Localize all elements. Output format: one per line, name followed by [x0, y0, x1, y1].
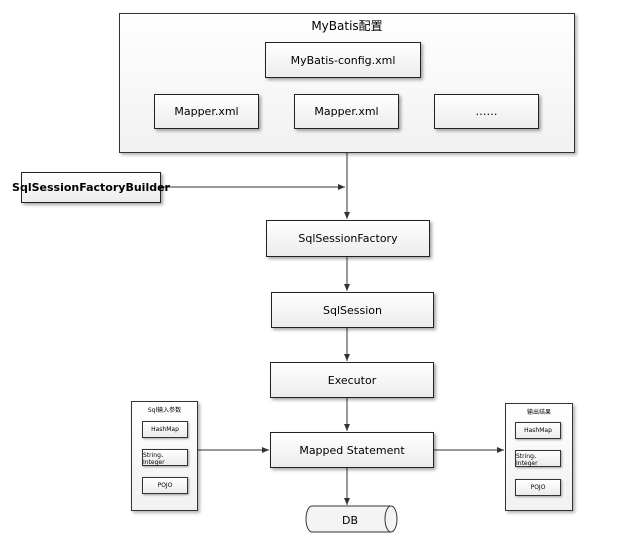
sql-session-factory-builder-box: SqlSessionFactoryBuilder — [12, 172, 170, 203]
sql-session-factory-box: SqlSessionFactory — [266, 220, 430, 257]
input-panel-title: Sql输入参数 — [147, 407, 182, 414]
output-string-integer-box: String、Integer — [515, 450, 561, 467]
output-pojo-box: POJO — [515, 479, 561, 496]
mapper-xml-label-1: Mapper.xml — [174, 105, 239, 118]
input-string-integer-box: String、Integer — [142, 449, 188, 466]
mybatis-config-panel: MyBatis配置 — [119, 13, 575, 153]
output-hashmap-box: HashMap — [515, 422, 561, 439]
output-pojo-label: POJO — [530, 484, 546, 491]
database-cylinder — [305, 505, 398, 533]
mapper-ellipsis-box: …… — [434, 94, 539, 129]
output-hashmap-label: HashMap — [524, 427, 552, 434]
mybatis-config-xml-box: MyBatis-config.xml — [265, 42, 421, 78]
executor-label: Executor — [327, 373, 377, 387]
input-hashmap-box: HashMap — [142, 421, 188, 438]
input-pojo-box: POJO — [142, 477, 188, 494]
config-panel-title: MyBatis配置 — [311, 19, 383, 33]
mapper-xml-box-2: Mapper.xml — [294, 94, 399, 129]
mapped-statement-label: Mapped Statement — [299, 443, 405, 457]
builder-label: SqlSessionFactoryBuilder — [12, 181, 170, 194]
session-label: SqlSession — [323, 303, 382, 317]
database-label: DB — [341, 513, 359, 527]
mybatis-config-xml-label: MyBatis-config.xml — [290, 53, 396, 67]
input-hashmap-label: HashMap — [151, 426, 179, 433]
mapper-xml-box-1: Mapper.xml — [154, 94, 259, 129]
executor-box: Executor — [270, 362, 434, 398]
input-pojo-label: POJO — [157, 482, 173, 489]
mapped-statement-box: Mapped Statement — [270, 432, 434, 468]
mapper-xml-label-2: Mapper.xml — [314, 105, 379, 118]
mapper-ellipsis-label: …… — [475, 105, 498, 118]
input-string-integer-label: String、Integer — [143, 451, 167, 466]
output-string-integer-label: String、Integer — [516, 452, 540, 467]
factory-label: SqlSessionFactory — [298, 232, 398, 245]
sql-session-box: SqlSession — [271, 292, 434, 328]
output-panel-title: 输出结果 — [526, 409, 551, 416]
